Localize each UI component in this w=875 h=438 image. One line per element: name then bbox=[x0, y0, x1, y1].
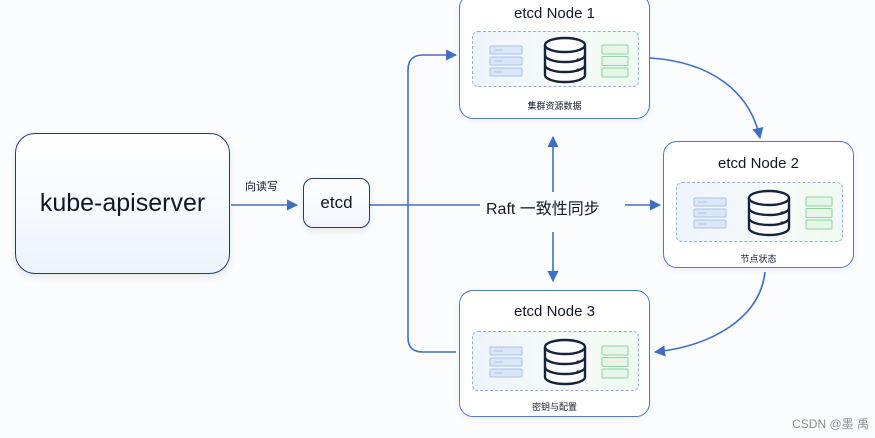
list-stack-icon bbox=[601, 44, 629, 78]
list-stack-icon bbox=[805, 196, 833, 230]
etcd-node-1-title: etcd Node 1 bbox=[514, 5, 595, 22]
arrow-etcd-to-node1 bbox=[407, 49, 458, 205]
etcd-node-2-panel bbox=[676, 182, 843, 242]
database-icon bbox=[543, 338, 587, 386]
kube-apiserver-label: kube-apiserver bbox=[39, 189, 206, 217]
server-rack-icon bbox=[489, 346, 523, 378]
etcd-node-3[interactable]: etcd Node 3 密钥与配置 bbox=[459, 290, 650, 417]
kube-apiserver-box[interactable]: kube-apiserver bbox=[15, 133, 230, 274]
arrow-node1-to-node2 bbox=[649, 57, 764, 140]
database-icon bbox=[747, 189, 791, 237]
server-rack-icon bbox=[489, 45, 523, 77]
etcd-node-2-caption: 节点状态 bbox=[740, 254, 777, 264]
etcd-node-2-title: etcd Node 2 bbox=[718, 155, 799, 172]
etcd-label: etcd bbox=[320, 193, 353, 212]
etcd-node-1[interactable]: etcd Node 1 集群资源数据 bbox=[459, 0, 650, 119]
list-stack-icon bbox=[601, 345, 629, 379]
csdn-watermark: CSDN @墨 禹 bbox=[792, 417, 869, 431]
etcd-node-3-panel bbox=[472, 331, 639, 391]
etcd-node-2[interactable]: etcd Node 2 节点状态 bbox=[663, 141, 854, 268]
etcd-node-3-title: etcd Node 3 bbox=[514, 303, 595, 320]
connector-etcd-to-node3 bbox=[407, 205, 456, 353]
arrow-node2-to-node3 bbox=[653, 271, 766, 357]
database-icon bbox=[543, 36, 587, 84]
etcd-box[interactable]: etcd bbox=[303, 178, 370, 228]
etcd-node-3-caption: 密钥与配置 bbox=[531, 402, 577, 412]
etcd-node-1-caption: 集群资源数据 bbox=[527, 101, 582, 111]
server-rack-icon bbox=[693, 197, 727, 229]
raft-sync-label: Raft 一致性同步 bbox=[482, 195, 604, 219]
etcd-node-1-panel bbox=[472, 31, 639, 87]
read-write-label: 向读写 bbox=[245, 181, 278, 193]
